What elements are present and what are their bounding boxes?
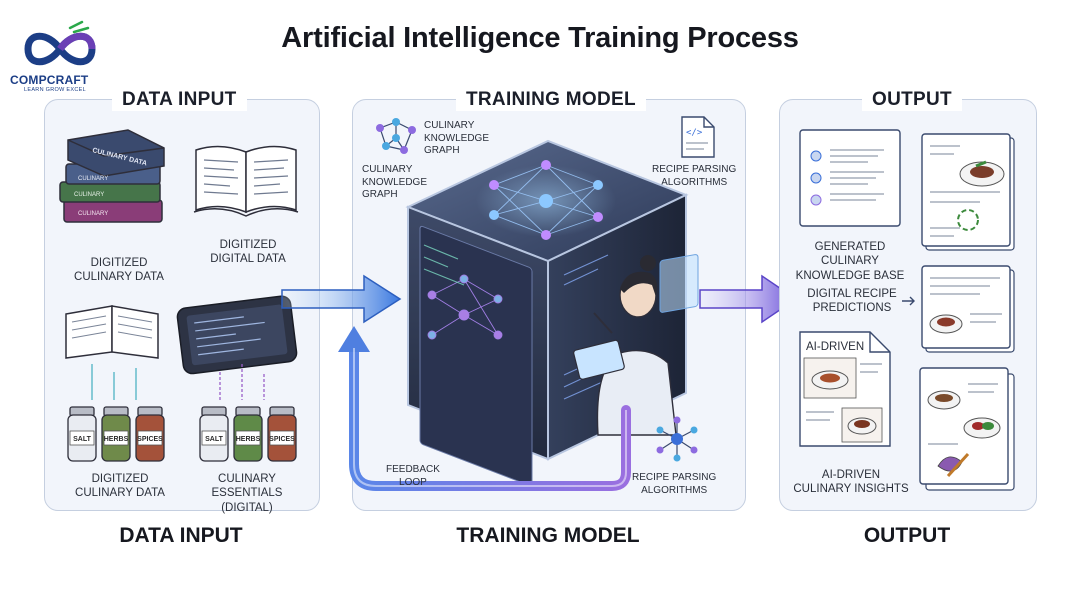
open-book-label: DIGITIZED DIGITAL DATA xyxy=(210,239,286,266)
jar-label-salt: SALT xyxy=(73,436,91,443)
compcraft-logo: COMPCRAFT LEARN GROW EXCEL xyxy=(10,20,110,93)
book-spine-4: CULINARY xyxy=(78,211,108,217)
recipe-parsing-bottom-label: RECIPE PARSING ALGORITHMS xyxy=(632,472,717,496)
footer-data-input: DATA INPUT xyxy=(119,524,243,547)
jar-label-spices-2: SPICES xyxy=(269,436,295,443)
predictions-label: DIGITAL RECIPE PREDICTIONS xyxy=(807,288,897,315)
knowledge-graph-label: CULINARY KNOWLEDGE GRAPH xyxy=(362,164,428,200)
knowledge-graph-small-label: CULINARY KNOWLEDGE GRAPH xyxy=(424,120,490,156)
knowledge-base-document-icon xyxy=(799,129,901,227)
svg-text:</>: </> xyxy=(686,128,703,138)
recipe-document-icon xyxy=(921,133,1015,251)
insights-label: AI-DRIVEN CULINARY INSIGHTS xyxy=(793,469,909,496)
data-input-heading: DATA INPUT xyxy=(112,89,247,111)
page-title: Artificial Intelligence Training Process xyxy=(281,22,799,54)
knowledge-base-label: GENERATED CULINARY KNOWLEDGE BASE xyxy=(795,241,905,282)
books-label: DIGITIZED CULINARY DATA xyxy=(74,257,164,284)
feedback-loop-arrow-icon xyxy=(338,326,631,491)
jar-label-spices: SPICES xyxy=(137,436,163,443)
logo-tagline: LEARN GROW EXCEL xyxy=(24,87,86,93)
training-model-heading: TRAINING MODEL xyxy=(456,89,646,111)
footer-training-model: TRAINING MODEL xyxy=(456,524,640,547)
book-spine-3: CULINARY xyxy=(74,192,104,198)
jar-label-salt-2: SALT xyxy=(205,436,223,443)
open-book-icon xyxy=(193,145,299,217)
output-heading: OUTPUT xyxy=(862,89,962,111)
spice-jars-icon: SALT HERBS SPICES xyxy=(67,406,165,462)
jar-label-herbs: HERBS xyxy=(104,436,129,443)
jars-label-2: CULINARY ESSENTIALS (DIGITAL) xyxy=(211,473,283,514)
ai-driven-doc-label: AI-DRIVEN xyxy=(806,341,865,353)
jar-label-herbs-2: HERBS xyxy=(236,436,261,443)
footer-output: OUTPUT xyxy=(863,524,951,547)
input-to-model-arrow-icon xyxy=(281,274,402,324)
spice-jars-digital-icon: SALT HERBS SPICES xyxy=(199,406,297,462)
tablet-icon xyxy=(176,295,298,375)
infinity-logo-icon xyxy=(24,20,96,66)
logo-name: COMPCRAFT xyxy=(10,73,89,87)
book-stack-icon: CULINARY DATA CULINARY CULINARY CULINARY xyxy=(59,129,165,223)
recipe-book-icon xyxy=(65,305,159,359)
ai-engineer-figure xyxy=(573,254,699,436)
neural-network-icon xyxy=(656,416,698,462)
recipe-parsing-top-label: RECIPE PARSING ALGORITHMS xyxy=(652,164,737,188)
training-cube-icon xyxy=(405,139,699,487)
book-spine-2: CULINARY xyxy=(78,176,108,182)
knowledge-graph-icon xyxy=(376,118,416,154)
jars-label-1: DIGITIZED CULINARY DATA xyxy=(75,473,165,500)
insights-document-icon xyxy=(919,367,1015,491)
data-connector-lines xyxy=(91,364,265,400)
code-document-icon: </> xyxy=(681,116,715,158)
feedback-loop-label: FEEDBACK LOOP xyxy=(386,464,440,488)
prediction-document-icon xyxy=(921,265,1015,353)
ai-driven-document-icon xyxy=(799,331,891,447)
predictions-arrow-icon xyxy=(902,296,915,306)
